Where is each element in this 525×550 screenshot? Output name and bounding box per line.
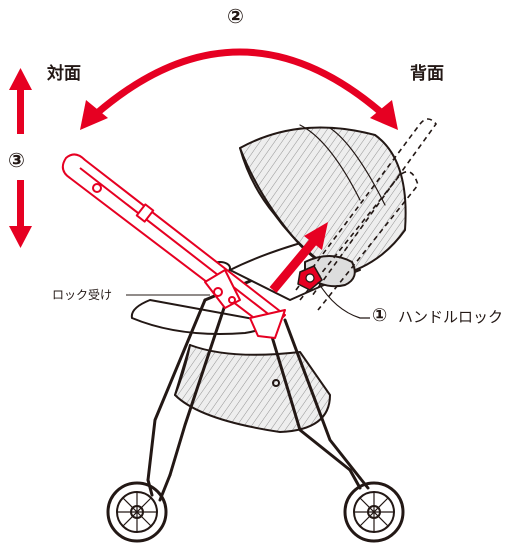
label-lock-receiver: ロック受け (52, 288, 113, 302)
basket (174, 344, 331, 433)
label-facing-back: 背面 (410, 64, 444, 84)
motion-arrow (269, 233, 322, 293)
step-1-number: ① (372, 305, 388, 326)
step-3-number: ③ (8, 148, 25, 172)
arc-arrowhead-left (80, 100, 108, 130)
rotation-arc-arrow (92, 48, 387, 118)
step-2-number: ② (227, 4, 244, 28)
handle-lock-knob (297, 265, 323, 291)
handle-lock-leader (317, 281, 370, 319)
label-facing-front: 対面 (47, 64, 81, 84)
label-handle-lock: ハンドルロック (398, 308, 504, 326)
dashed-handle-back-position (295, 118, 438, 311)
rear-wheel (343, 468, 405, 543)
front-wheel (106, 473, 172, 543)
vertical-adjust-arrows (9, 68, 32, 248)
motion-arrowhead (304, 222, 328, 250)
stroller (106, 124, 407, 543)
handle-front-position (61, 153, 286, 339)
arc-arrowhead-right (370, 100, 398, 130)
